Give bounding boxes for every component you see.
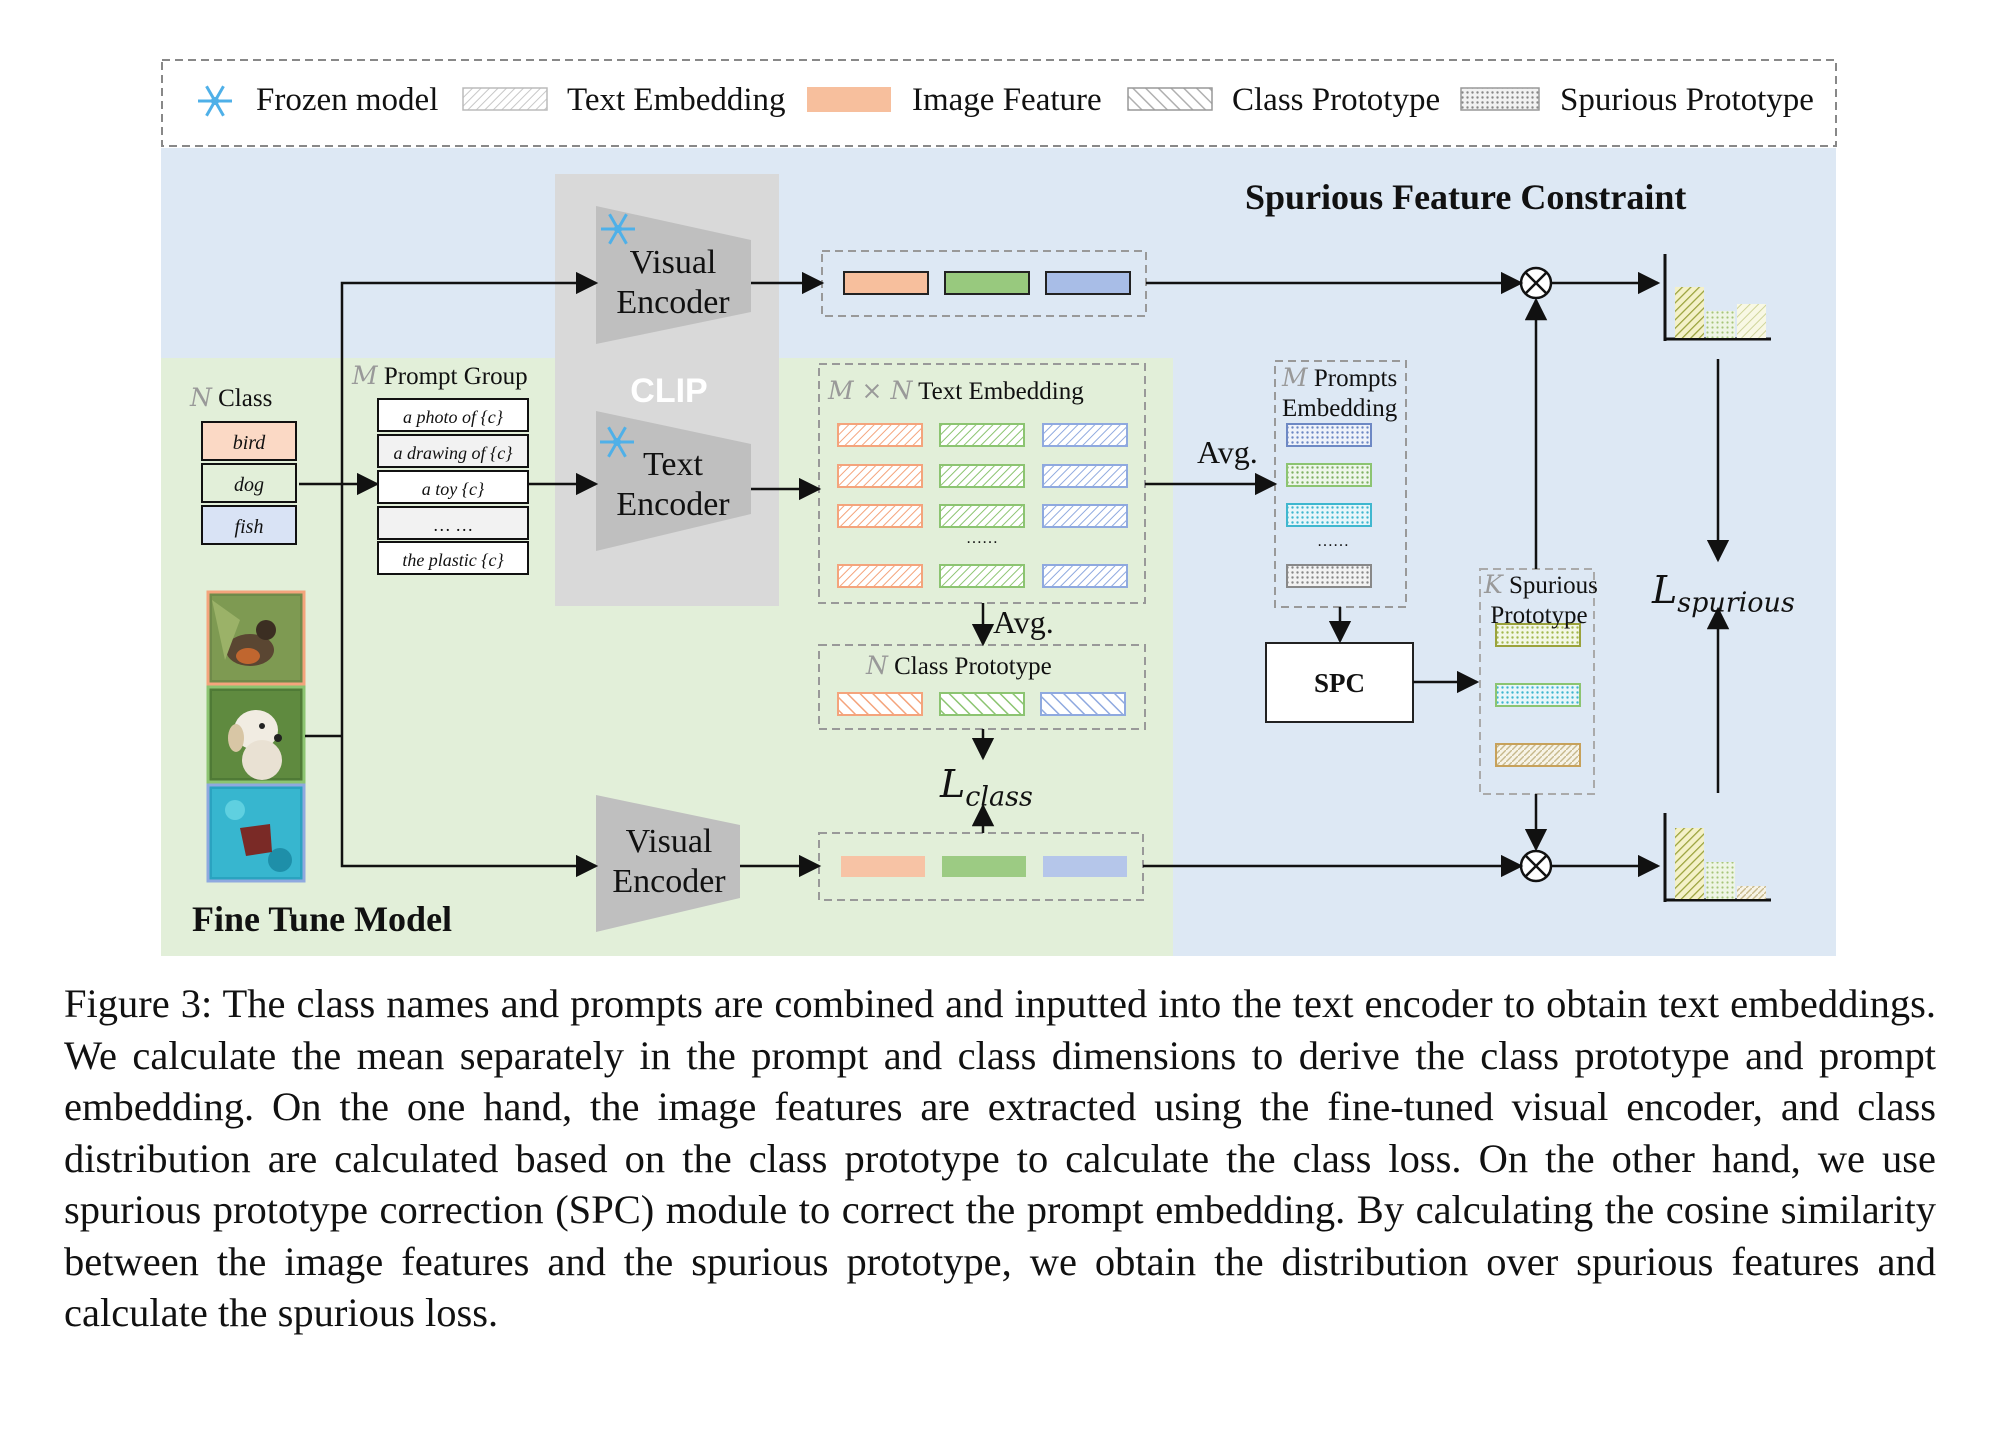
class-prototype-fish: [1040, 692, 1126, 716]
visual-encoder-top-shape: [596, 206, 751, 344]
prompt-embedding-1: [1286, 423, 1372, 447]
class-list-title-text: Class: [218, 385, 273, 412]
snowflake-icon: [198, 85, 232, 117]
spurious-loss-label: Lspurious: [1652, 568, 1795, 619]
text-embedding-symbol: M × N: [828, 376, 913, 405]
visual-encoder-bottom-line1: Visual: [625, 823, 713, 860]
spurious-distribution-top: [1663, 254, 1771, 341]
legend-class-prototype-label: Class Prototype: [1232, 82, 1441, 118]
frozen-image-feature-orange: [843, 271, 929, 295]
legend-image-feature-swatch: [807, 87, 891, 112]
legend-spurious-prototype-swatch: [1460, 87, 1540, 111]
connection-arrows: [299, 271, 1730, 878]
avg-label-prompts: Avg.: [1197, 434, 1258, 470]
legend-image-feature-label: Image Feature: [912, 82, 1102, 118]
class-list-title: N Class: [190, 383, 272, 413]
visual-encoder-bottom-line2: Encoder: [612, 863, 726, 900]
prompt-embedding-2: [1286, 463, 1372, 487]
finetuned-image-feature-orange: [841, 856, 925, 877]
legend-spurious-prototype-label: Spurious Prototype: [1560, 82, 1814, 118]
text-embedding-dots: ……: [966, 530, 998, 547]
legend-frozen-model-label: Frozen model: [256, 82, 439, 118]
text-embedding-title-text: Text Embedding: [918, 378, 1084, 405]
prompts-embedding-symbol: M: [1282, 363, 1308, 392]
visual-encoder-bottom-label: Visual Encoder: [604, 822, 734, 902]
class-prototype-bird: [837, 692, 923, 716]
text-encoder-line1: Text: [643, 446, 703, 483]
spurious-prototype-title-line1: Spurious: [1508, 572, 1598, 599]
prompt-item: the plastic {c}: [377, 541, 529, 575]
legend-text-embedding-swatch: [462, 87, 548, 111]
multiply-node-bottom: [1519, 849, 1553, 883]
spurious-constraint-title: Spurious Feature Constraint: [1245, 177, 1687, 217]
visual-encoder-bottom-shape: [596, 795, 740, 932]
prompt-item: a photo of {c}: [377, 398, 529, 432]
fine-tune-title: Fine Tune Model: [192, 899, 453, 939]
avg-label-classes: Avg.: [993, 604, 1054, 640]
spurious-loss-main: L: [1652, 568, 1678, 612]
spurious-prototype-title-line2: Prototype: [1490, 602, 1588, 629]
multiply-node-top: [1519, 266, 1553, 300]
prompt-item: … …: [377, 506, 529, 540]
spc-label: SPC: [1313, 668, 1365, 698]
legend-frame: [161, 59, 1837, 147]
legend-class-prototype-swatch: [1127, 87, 1213, 111]
frozen-image-feature-blue: [1045, 271, 1131, 295]
text-encoder-shape: [596, 411, 751, 551]
prompt-embedding-3: [1286, 503, 1372, 527]
text-embedding-title: M × N Text Embedding: [828, 376, 1084, 406]
class-item-dog: dog: [201, 463, 297, 503]
finetuned-image-feature-green: [942, 856, 1026, 877]
class-prototype-symbol: N: [866, 651, 888, 680]
visual-encoder-top-line2: Encoder: [616, 284, 730, 321]
class-loss-main: L: [940, 762, 966, 806]
prompt-embedding-4: [1286, 564, 1372, 588]
class-loss-sub: class: [965, 781, 1033, 813]
legend-text-embedding-label: Text Embedding: [567, 82, 786, 118]
spurious-prototype-2: [1495, 683, 1581, 707]
spurious-prototype-title: K Spurious Prototype: [1484, 570, 1598, 631]
class-item-fish: fish: [201, 505, 297, 545]
text-embedding-grid: [837, 423, 1128, 588]
finetuned-image-feature-blue: [1043, 856, 1127, 877]
spurious-prototype-3: [1495, 743, 1581, 767]
visual-encoder-top-label: Visual Encoder: [608, 243, 738, 323]
figure-caption: Figure 3: The class names and prompts ar…: [64, 981, 1936, 1335]
prompt-group-title: M Prompt Group: [352, 361, 528, 391]
prompt-count-symbol: M: [352, 361, 378, 390]
class-prototype-title: N Class Prototype: [866, 651, 1052, 681]
visual-encoder-top-line1: Visual: [629, 244, 717, 281]
prompt-item: a toy {c}: [377, 470, 529, 504]
spurious-distribution-bottom: [1663, 813, 1771, 902]
class-item-bird: bird: [201, 421, 297, 461]
class-loss-label: Lclass: [940, 762, 1033, 813]
class-prototype-dog: [939, 692, 1025, 716]
spurious-prototype-symbol: K: [1484, 570, 1503, 599]
prompt-group-title-text: Prompt Group: [383, 363, 528, 390]
clip-label: CLIP: [630, 372, 708, 410]
prompts-embedding-title: M Prompts Embedding: [1282, 363, 1397, 424]
snowflake-icon: [601, 213, 635, 245]
spurious-loss-sub: spurious: [1677, 587, 1795, 619]
input-image-bird: [206, 590, 306, 686]
prompts-embedding-dots: ……: [1317, 533, 1349, 550]
text-encoder-label: Text Encoder: [608, 445, 738, 525]
method-diagram: [161, 59, 1837, 956]
class-count-symbol: N: [190, 383, 212, 412]
class-prototype-title-text: Class Prototype: [894, 653, 1052, 680]
frozen-image-feature-green: [944, 271, 1030, 295]
input-image-fish: [206, 783, 306, 883]
input-image-dog: [206, 685, 306, 784]
text-encoder-line2: Encoder: [616, 486, 730, 523]
spurious-prototype-1: [1495, 623, 1581, 647]
snowflake-icon: [600, 426, 634, 458]
prompt-item: a drawing of {c}: [377, 434, 529, 468]
prompts-embedding-title-line1: Prompts: [1313, 365, 1398, 392]
prompts-embedding-title-line2: Embedding: [1282, 395, 1398, 422]
